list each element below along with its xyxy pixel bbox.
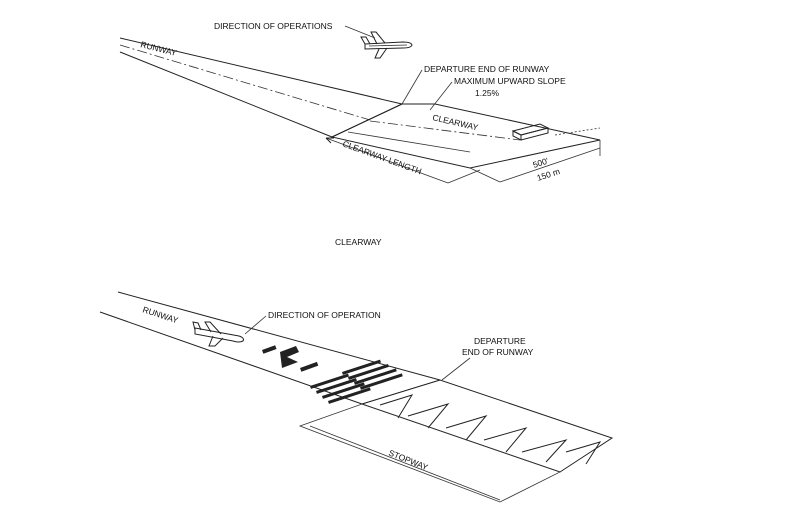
clearway-plane: [330, 103, 601, 169]
clearway-label: CLEARWAY: [432, 112, 480, 132]
runway-label: RUNWAY: [140, 39, 178, 58]
departure-end-label-line1: DEPARTURE: [474, 336, 526, 346]
departure-end-leader-bottom: [441, 357, 471, 381]
stopway-dimension: [309, 425, 501, 501]
threshold-bars: [310, 359, 403, 404]
departure-end-label-line2: END OF RUNWAY: [462, 347, 534, 357]
slope-arrow: [554, 127, 601, 136]
clearway-length-dimension: [325, 137, 481, 184]
direction-leader-bottom: [244, 315, 267, 335]
slope-label: MAXIMUM UPWARD SLOPE: [454, 76, 566, 86]
runway-number-marking: [261, 345, 319, 372]
direction-leader: [344, 25, 376, 39]
airplane-icon: [360, 31, 413, 59]
stopway-label: STOPWAY: [387, 448, 429, 473]
obstacle-box: [511, 123, 550, 141]
width-ft-label: 500': [532, 155, 550, 170]
stopway-diagram: RUNWAY: [99, 291, 614, 503]
departure-end-leader: [401, 69, 423, 105]
clearway-length-label: CLEARWAY LENGTH: [341, 138, 423, 176]
stopway-area: [298, 403, 562, 503]
direction-label-bottom: DIRECTION OF OPERATION: [268, 310, 381, 320]
slope-leader: [429, 81, 453, 111]
figure-caption: CLEARWAY: [335, 237, 382, 247]
clearway-diagram: RUNWAY CLEARWAY DIRECTION OF OPERATIONS …: [119, 21, 601, 184]
direction-label: DIRECTION OF OPERATIONS: [214, 21, 333, 31]
slope-value: 1.25%: [475, 88, 500, 98]
clearway-width-dimension: [469, 140, 601, 183]
airplane-icon-bottom: [192, 321, 244, 347]
departure-end-label: DEPARTURE END OF RUNWAY: [424, 64, 550, 74]
